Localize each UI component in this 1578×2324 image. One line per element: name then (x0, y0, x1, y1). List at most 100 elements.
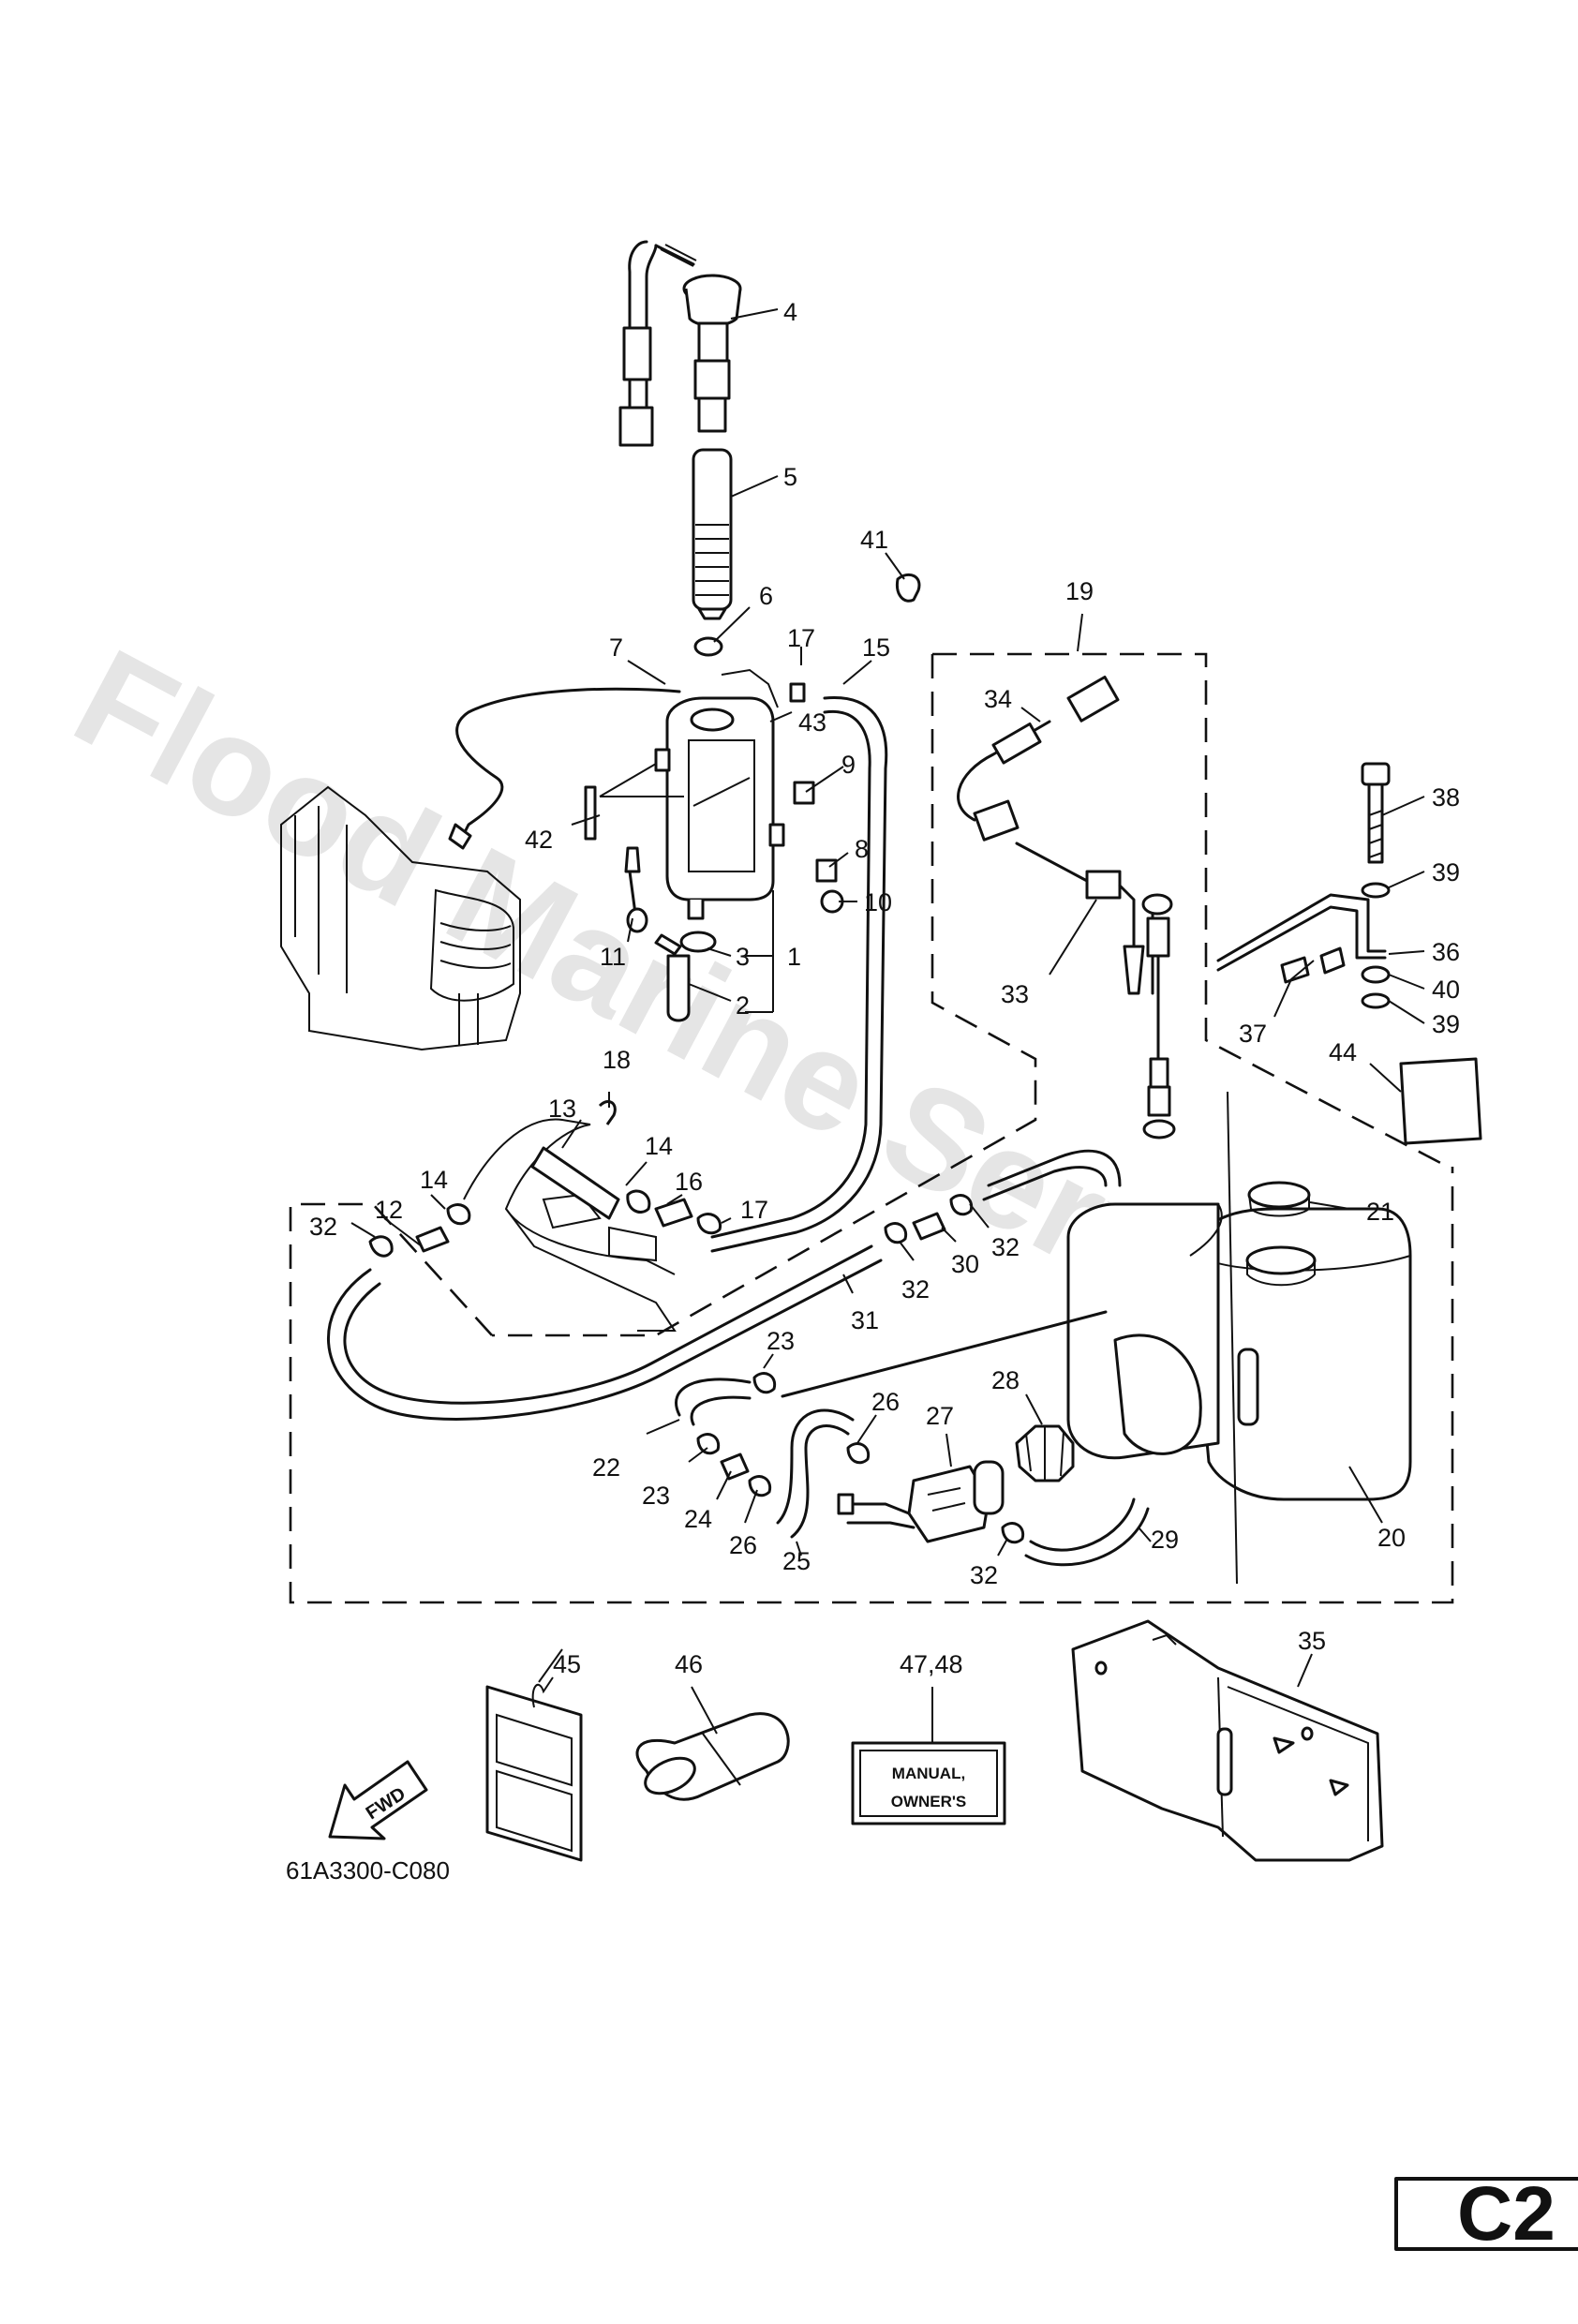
part-16-fitting (654, 1198, 693, 1228)
callout-16: 16 (675, 1168, 703, 1196)
part-20-main-oil-tank (1066, 1181, 1412, 1501)
callout-15: 15 (862, 633, 890, 662)
callout-5: 5 (783, 463, 797, 491)
part-44-label (1399, 1057, 1482, 1145)
part-23-clamp-a (752, 1372, 777, 1394)
part-4-oil-level-gauge (618, 240, 742, 447)
fwd-arrow: FWD (328, 1760, 428, 1840)
callout-14-right: 14 (645, 1132, 673, 1160)
part-15-hose (710, 695, 888, 1253)
callout-17-top: 17 (787, 624, 815, 652)
callout-26-bottom: 26 (729, 1531, 757, 1559)
callout-41: 41 (860, 526, 888, 554)
parts-38-40-fasteners (1361, 762, 1391, 1009)
drawing-code: 61A3300-C080 (286, 1856, 450, 1885)
callout-26-top: 26 (871, 1388, 900, 1416)
callout-14-left: 14 (420, 1166, 448, 1194)
part-28-nut (1015, 1424, 1075, 1482)
callout-21: 21 (1366, 1198, 1394, 1226)
part-14-clamp-b (626, 1189, 651, 1214)
part-45-tag (485, 1676, 583, 1862)
callout-29: 29 (1151, 1526, 1179, 1554)
callout-7: 7 (609, 633, 623, 662)
part-36-37-band (1216, 893, 1387, 984)
callout-24: 24 (684, 1505, 712, 1533)
part-15-hose-inner (710, 709, 871, 1239)
part-26-clamp-b (846, 1442, 871, 1465)
callout-3: 3 (736, 943, 750, 971)
callout-4: 4 (783, 298, 797, 326)
callout-42: 42 (525, 826, 553, 854)
callout-22: 22 (592, 1453, 620, 1482)
callout-32-right: 32 (991, 1233, 1020, 1261)
callout-23-top: 23 (767, 1327, 795, 1355)
lower-cowl (463, 1118, 677, 1332)
part-32-clamp-d (1001, 1522, 1025, 1544)
part-2-3-mounting (654, 931, 717, 1022)
part-32-clamp-c (884, 1222, 908, 1244)
callout-30: 30 (951, 1250, 979, 1278)
part-17-clamp (696, 1213, 722, 1235)
part-35-tank-bracket (1071, 1619, 1384, 1862)
tank-small-parts (584, 682, 844, 933)
part-47-48-manual: MANUAL, OWNER'S (851, 1741, 1006, 1825)
part-9-cap (793, 781, 815, 805)
group-19-left-edge (492, 654, 1037, 1337)
part-32-clamp-b (949, 1194, 974, 1216)
parts-33-34-harness (957, 676, 1176, 1140)
part-5-oil-strainer (692, 448, 733, 620)
part-7-hose (455, 687, 681, 836)
callout-10: 10 (864, 888, 892, 916)
callout-1: 1 (787, 943, 801, 971)
callout-9: 9 (841, 751, 856, 779)
callout-44: 44 (1329, 1038, 1357, 1066)
callout-6: 6 (759, 582, 773, 610)
callout-8: 8 (855, 835, 869, 863)
part-27-oil-pump (837, 1460, 1005, 1543)
callout-32-bottom: 32 (970, 1561, 998, 1589)
part-7-fitting (448, 823, 472, 850)
part-24-fitting (720, 1452, 750, 1481)
page-id-label: C2 (1457, 2171, 1556, 2257)
manual-plate-line1: MANUAL, (892, 1765, 965, 1782)
dashed-group-boundaries (289, 652, 1454, 1604)
main-pump-group-boundary (289, 1167, 1454, 1604)
part-12-fitting (415, 1226, 450, 1253)
part-46-sleeve (635, 1712, 790, 1801)
callout-27: 27 (926, 1402, 954, 1430)
part-32-clamp-a (368, 1235, 394, 1258)
page-id-box: C2 (1394, 2171, 1578, 2257)
pump-group-hoses (326, 1146, 1150, 1567)
part-14-clamp-a (446, 1203, 471, 1226)
callout-37: 37 (1239, 1020, 1267, 1048)
callout-19: 19 (1065, 577, 1094, 605)
part-6-washer (693, 636, 723, 657)
manual-plate-line2: OWNER'S (891, 1793, 967, 1810)
callout-17-bottom: 17 (740, 1196, 768, 1224)
callout-23-bottom: 23 (642, 1482, 670, 1510)
callout-20: 20 (1377, 1524, 1406, 1552)
callout-31: 31 (851, 1306, 879, 1334)
part-17-clip-top (789, 682, 806, 703)
callout-45: 45 (553, 1650, 581, 1678)
callout-46: 46 (675, 1650, 703, 1678)
callout-33: 33 (1001, 980, 1029, 1008)
callout-38: 38 (1432, 783, 1460, 812)
part-23-clamp-b (696, 1433, 721, 1455)
callout-2: 2 (736, 991, 750, 1020)
part-1-oil-tank (654, 668, 785, 920)
callout-40: 40 (1432, 976, 1460, 1004)
callout-32-mid: 32 (901, 1275, 930, 1304)
callout-34: 34 (984, 685, 1012, 713)
part-11-sensor (624, 846, 641, 915)
callout-12: 12 (375, 1196, 403, 1224)
part-21-cap (1247, 1181, 1311, 1209)
part-42-gasket (584, 785, 597, 841)
callout-39-bottom: 39 (1432, 1010, 1460, 1038)
callout-35: 35 (1298, 1627, 1326, 1655)
group-19-boundary (932, 652, 1449, 1169)
callout-39-top: 39 (1432, 858, 1460, 886)
callout-25: 25 (782, 1547, 811, 1575)
part-26-clamp-a (748, 1475, 772, 1497)
